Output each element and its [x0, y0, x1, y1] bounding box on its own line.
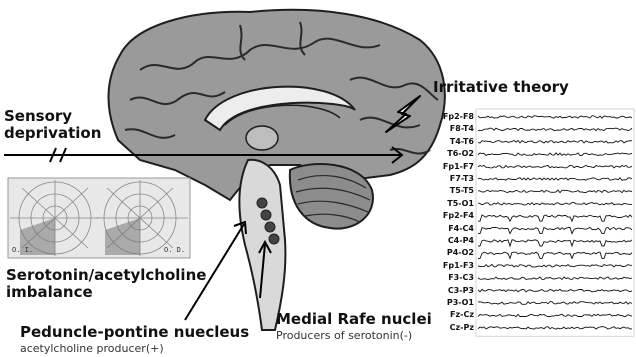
eeg-channel-label: F7-T3	[426, 174, 474, 183]
eeg-channel-label: T4-T6	[426, 137, 474, 146]
eeg-trace	[478, 277, 632, 280]
eeg-channel-label: Fp1-F7	[426, 162, 474, 171]
sensory-deprivation-line1: Sensory	[4, 108, 101, 125]
eeg-trace	[478, 116, 632, 119]
eeg-trace	[478, 252, 632, 258]
raphe-title: Medial Rafe nuclei	[276, 311, 432, 328]
eeg-channel-label: F8-T4	[426, 124, 474, 133]
eeg-channel-label: Fp1-F3	[426, 261, 474, 270]
imbalance-line1: Serotonin/acetylcholine	[6, 267, 206, 284]
eeg-channel-label: T5-O1	[426, 199, 474, 208]
sensory-deprivation-label: Sensory deprivation	[4, 108, 101, 142]
ppn-subtitle: acetylcholine producer(+)	[20, 342, 164, 355]
eeg-channel-label: Fz-Cz	[426, 310, 474, 319]
eeg-trace	[478, 203, 632, 205]
eeg-trace	[478, 190, 632, 193]
eeg-trace	[478, 227, 632, 233]
eeg-trace	[478, 327, 632, 330]
eeg-channel-label: F4-C4	[426, 224, 474, 233]
imbalance-line2: imbalance	[6, 284, 206, 301]
eeg-trace	[478, 165, 632, 168]
eeg-channel-label: T6-O2	[426, 149, 474, 158]
raphe-subtitle: Producers of serotonin(-)	[276, 329, 412, 342]
eeg-channel-label: C3-P3	[426, 286, 474, 295]
eeg-trace	[478, 141, 632, 144]
eeg-channel-label: Fp2-F8	[426, 112, 474, 121]
eeg-trace	[478, 153, 632, 156]
eeg-channel-label: T5-T5	[426, 186, 474, 195]
imbalance-label: Serotonin/acetylcholine imbalance	[6, 267, 206, 301]
eeg-trace	[478, 265, 632, 268]
eeg-channel-label: Fp2-F4	[426, 211, 474, 220]
eeg-trace	[478, 128, 632, 131]
ppn-title: Peduncle-pontine nuecleus	[20, 324, 249, 341]
eeg-channel-label: F3-C3	[426, 273, 474, 282]
eeg-channel-label: C4-P4	[426, 236, 474, 245]
eeg-trace	[478, 215, 632, 221]
eeg-channel-label: Cz-Pz	[426, 323, 474, 332]
eeg-trace	[478, 302, 632, 305]
eeg-channel-label: P3-O1	[426, 298, 474, 307]
eeg-trace	[478, 240, 632, 246]
eeg-trace	[478, 178, 632, 181]
eeg-channel-label: P4-O2	[426, 248, 474, 257]
eeg-trace	[478, 289, 632, 292]
eeg-trace	[478, 314, 632, 316]
irritative-theory-label: Irritative theory	[433, 79, 569, 96]
sensory-deprivation-line2: deprivation	[4, 125, 101, 142]
